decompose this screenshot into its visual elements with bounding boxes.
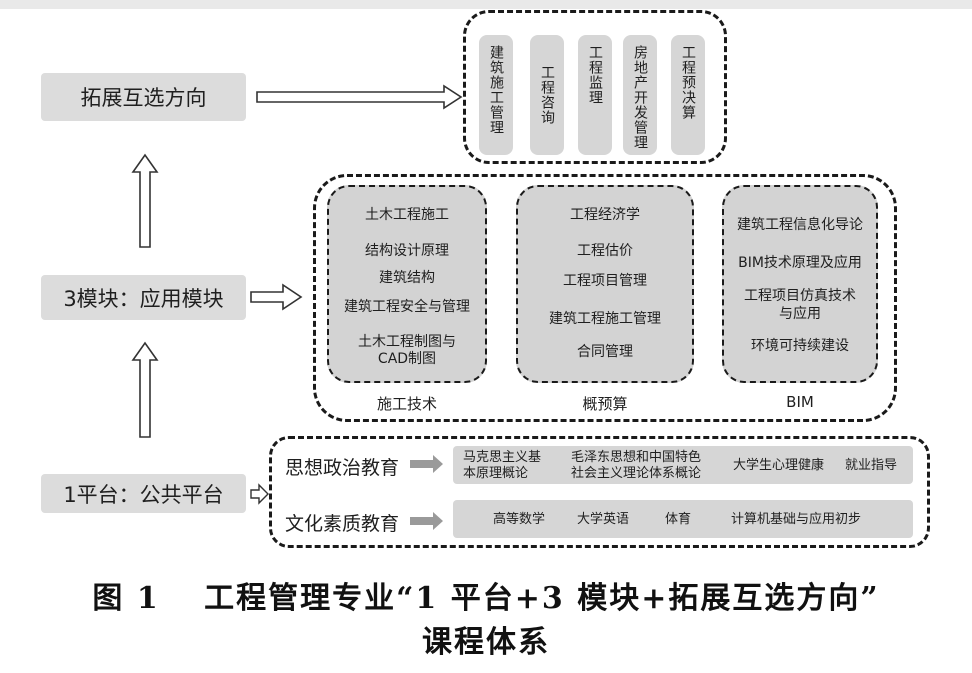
- course-item: 就业指导: [845, 458, 898, 473]
- direction-label: 工程预决算: [680, 45, 696, 120]
- module-label-construction: 施工技术: [376, 395, 437, 413]
- direction-label: 房地产开发管理: [632, 45, 648, 150]
- module-estimate: 工程经济学 工程估价 工程项目管理 建筑工程施工管理 合同管理: [516, 185, 694, 383]
- direction-card: 工程监理: [578, 35, 612, 155]
- course-item: 大学英语: [577, 512, 630, 527]
- direction-card: 工程咨询: [530, 35, 564, 155]
- module-label-estimate: 概预算: [582, 395, 628, 413]
- module-item: BIM技术原理及应用: [738, 255, 862, 271]
- module-item: CAD制图: [377, 351, 437, 367]
- module-construction: 土木工程施工 结构设计原理 建筑结构 建筑工程安全与管理 土木工程制图与 CAD…: [327, 185, 487, 383]
- figure-caption-line2: 课程体系: [422, 625, 550, 660]
- right-arrow-icon: [256, 84, 463, 110]
- direction-card: 工程预决算: [671, 35, 705, 155]
- level-box-modules: 3模块：应用模块: [41, 275, 246, 320]
- up-arrow-icon: [131, 153, 159, 248]
- culture-courses-bar: 高等数学 大学英语 体育 计算机基础与应用初步: [453, 500, 913, 538]
- module-item: 建筑结构: [379, 270, 435, 286]
- course-item: 大学生心理健康: [733, 458, 825, 473]
- level-box-platform: 1平台：公共平台: [41, 474, 246, 513]
- module-item: 土木工程施工: [365, 207, 449, 223]
- module-item: 建筑工程安全与管理: [344, 299, 470, 315]
- module-item: 工程经济学: [570, 207, 640, 223]
- module-label-bim: BIM: [786, 393, 814, 411]
- module-item: 建筑工程信息化导论: [737, 217, 863, 233]
- modules-group: [313, 174, 897, 422]
- top-border-strip: [0, 0, 972, 9]
- figure-caption-line1: 图 1 工程管理专业“1 平台+3 模块+拓展互选方向”: [92, 581, 880, 616]
- level-box-expansion: 拓展互选方向: [41, 73, 246, 121]
- right-arrow-icon: [250, 283, 303, 311]
- course-item: 社会主义理论体系概论: [571, 466, 702, 481]
- direction-label: 工程监理: [587, 45, 603, 105]
- course-item: 高等数学: [493, 512, 546, 527]
- direction-card: 建筑施工管理: [479, 35, 513, 155]
- platform-group: [269, 436, 930, 548]
- direction-card: 房地产开发管理: [623, 35, 657, 155]
- culture-education-title: 文化素质教育: [285, 513, 400, 535]
- political-education-title: 思想政治教育: [285, 457, 400, 479]
- course-item: 体育: [665, 512, 692, 527]
- module-item: 工程项目管理: [563, 273, 647, 289]
- directions-group: 建筑施工管理 工程咨询 工程监理 房地产开发管理 工程预决算: [463, 10, 727, 164]
- up-arrow-icon: [131, 341, 159, 438]
- political-courses-bar: 马克思主义基 本原理概论 毛泽东思想和中国特色 社会主义理论体系概论 大学生心理…: [453, 446, 913, 484]
- module-item: 环境可持续建设: [751, 338, 849, 354]
- module-item: 与应用: [779, 306, 821, 322]
- module-item: 土木工程制图与: [358, 334, 456, 350]
- module-item: 建筑工程施工管理: [549, 311, 661, 327]
- direction-label: 工程咨询: [539, 65, 555, 125]
- module-item: 工程估价: [577, 243, 633, 259]
- course-item: 计算机基础与应用初步: [731, 512, 862, 527]
- gray-arrow-icon: [410, 455, 443, 473]
- level-label-platform: 1平台：公共平台: [63, 482, 224, 507]
- module-item: 工程项目仿真技术: [744, 288, 856, 304]
- module-item: 合同管理: [577, 344, 633, 360]
- module-bim: 建筑工程信息化导论 BIM技术原理及应用 工程项目仿真技术 与应用 环境可持续建…: [722, 185, 878, 383]
- course-item: 马克思主义基: [463, 450, 542, 465]
- course-item: 本原理概论: [463, 466, 529, 481]
- module-item: 结构设计原理: [365, 243, 449, 259]
- direction-label: 建筑施工管理: [488, 45, 504, 135]
- level-label-modules: 3模块：应用模块: [63, 286, 224, 311]
- course-item: 毛泽东思想和中国特色: [571, 450, 702, 465]
- right-arrow-icon: [250, 483, 269, 505]
- gray-arrow-icon: [410, 512, 443, 530]
- level-label-expansion: 拓展互选方向: [80, 86, 207, 110]
